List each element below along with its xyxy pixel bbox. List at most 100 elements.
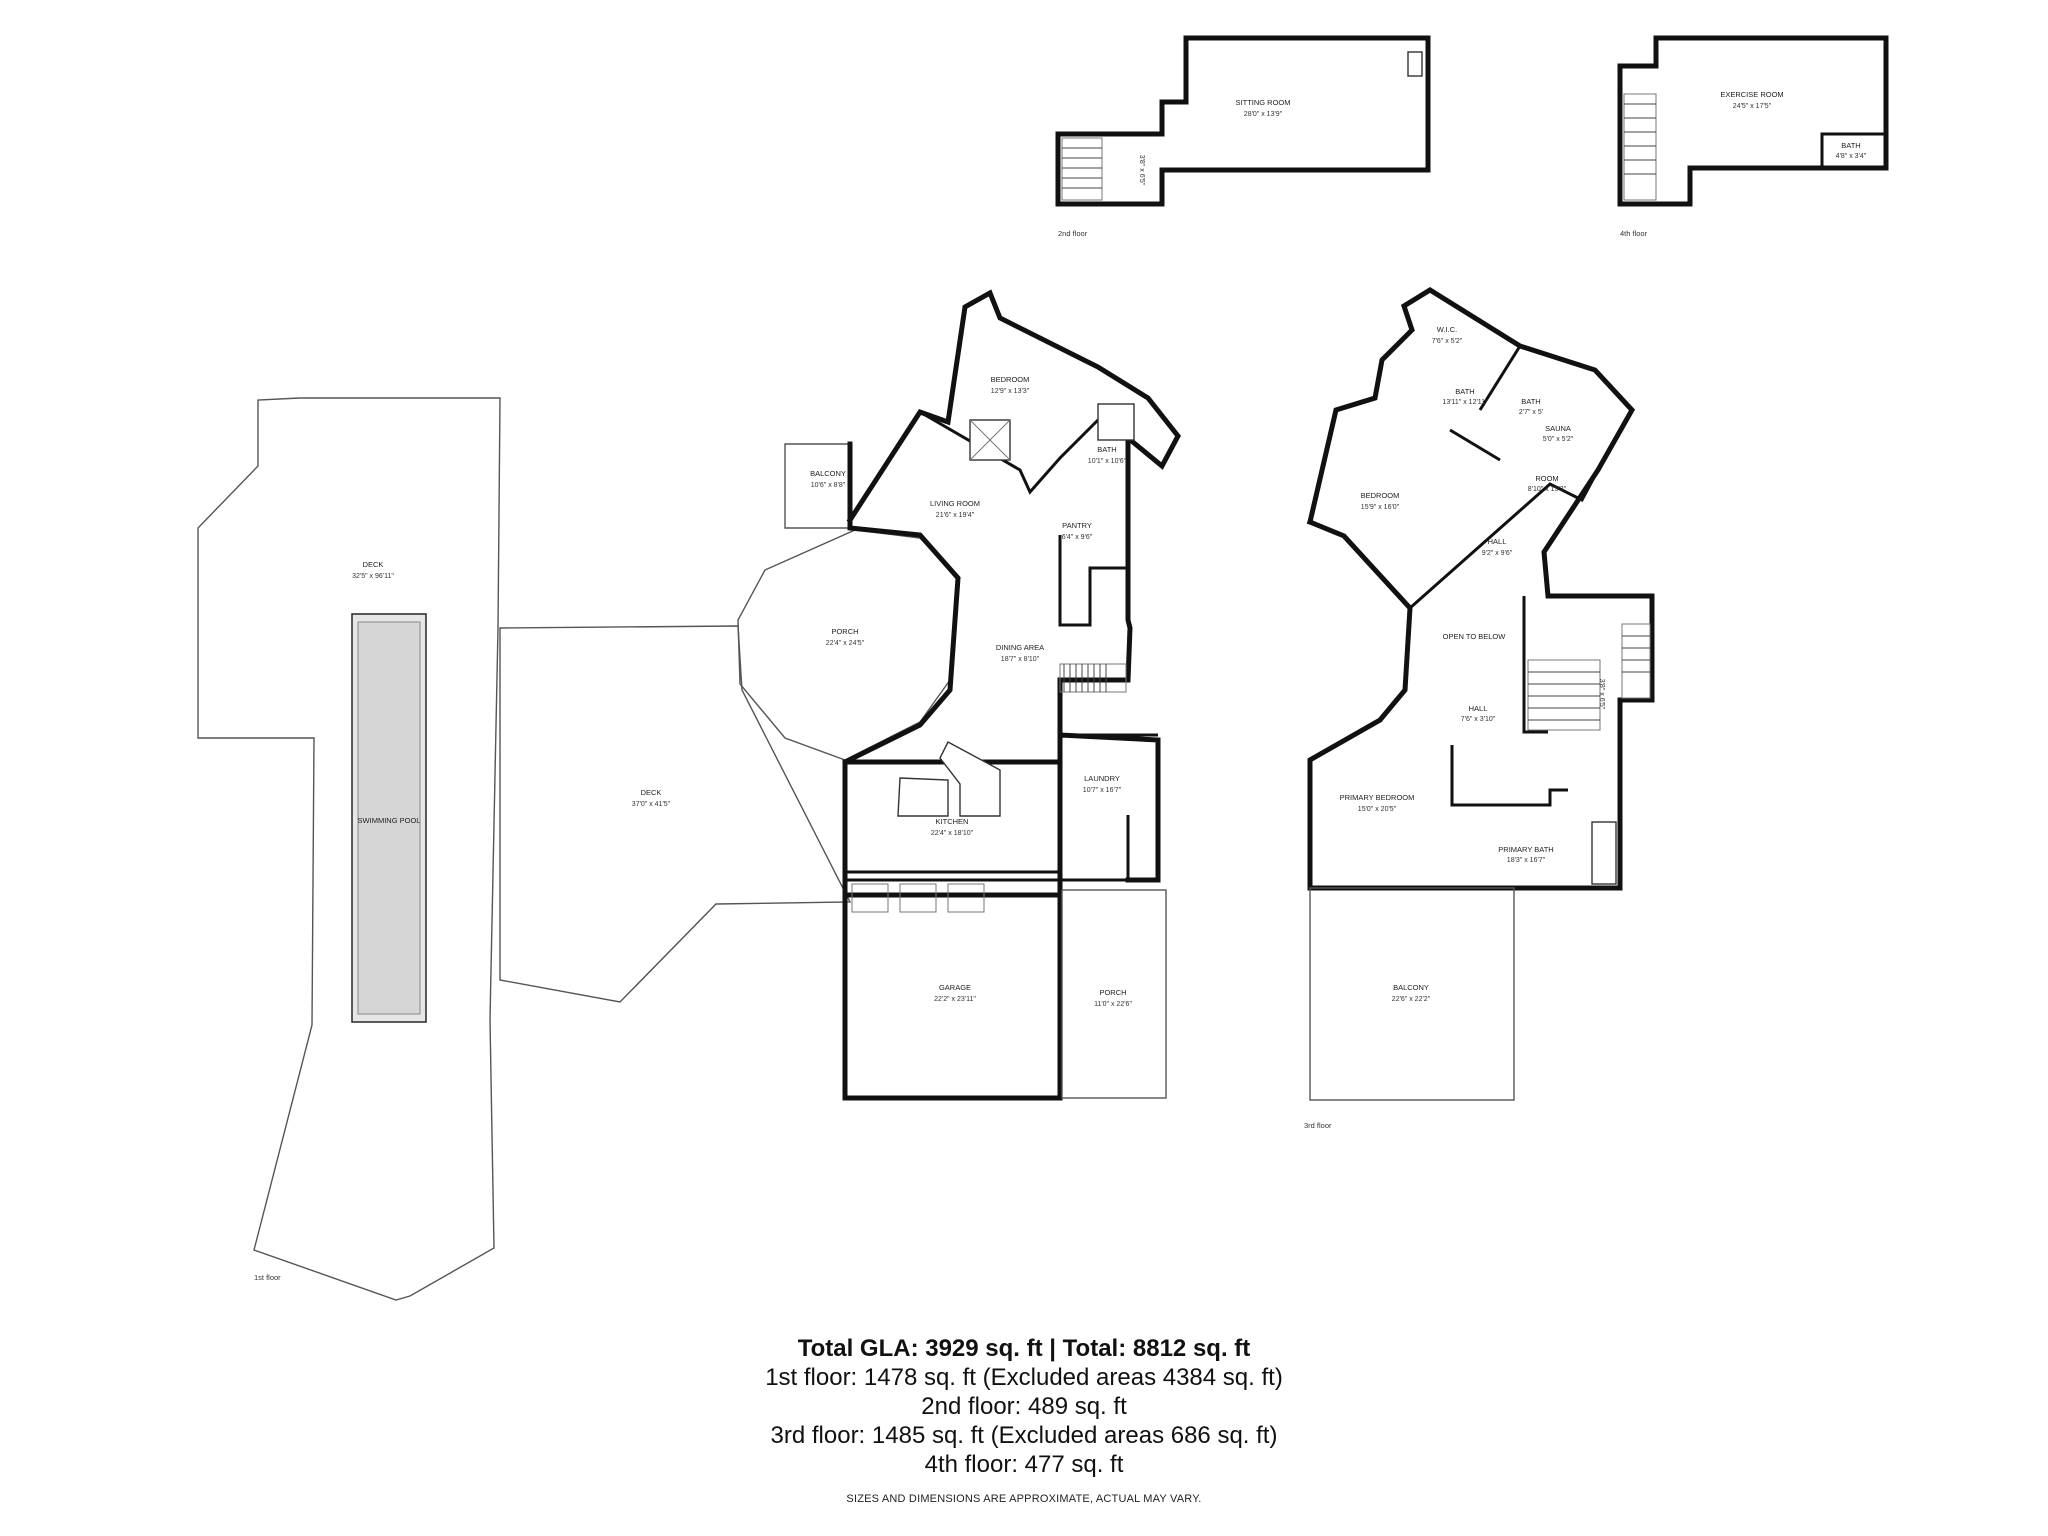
first-floor-plan bbox=[197, 289, 1181, 1301]
room-name: PRIMARY BEDROOM bbox=[1340, 793, 1415, 802]
kitchen-peninsula bbox=[939, 741, 1001, 817]
third-floor-walls-2 bbox=[1306, 518, 1655, 891]
room-dims: 8'10" x 15'3" bbox=[1528, 486, 1567, 493]
kitchen-island bbox=[897, 777, 949, 817]
room-dims: 18'3" x 16'7" bbox=[1507, 857, 1546, 864]
room-dims: 28'0" x 13'9" bbox=[1244, 111, 1283, 118]
floor-label: 4th floor bbox=[1620, 229, 1648, 238]
room-dims: 10'1" x 10'6" bbox=[1088, 458, 1127, 465]
room-name: HALL bbox=[1469, 704, 1488, 713]
room-name: BATH bbox=[1841, 141, 1860, 150]
room-dims: 7'6" x 5'2" bbox=[1432, 338, 1463, 345]
shower-1 bbox=[1097, 403, 1135, 441]
total-area: Total GLA: 3929 sq. ft | Total: 8812 sq.… bbox=[797, 1335, 1251, 1362]
room-name: EXERCISE ROOM bbox=[1720, 90, 1783, 99]
room-dims: 21'6" x 19'4" bbox=[936, 512, 975, 519]
floor-area-line: 1st floor: 1478 sq. ft (Excluded areas 4… bbox=[765, 1364, 1283, 1391]
room-name: DINING AREA bbox=[996, 643, 1044, 652]
room-name: W.I.C. bbox=[1437, 325, 1457, 334]
room-dims: 11'0" x 22'6" bbox=[1094, 1001, 1132, 1008]
floor-area-line: 2nd floor: 489 sq. ft bbox=[921, 1393, 1127, 1420]
room-name: BATH bbox=[1097, 445, 1116, 454]
room-dims: 12'9" x 13'3" bbox=[991, 388, 1030, 395]
room-dims: 24'5" x 17'5" bbox=[1733, 103, 1772, 110]
room-name: BATH bbox=[1521, 397, 1540, 406]
room-label-vertical: 3'8" x 6'5" bbox=[1598, 679, 1605, 710]
room-name: BEDROOM bbox=[1361, 491, 1400, 500]
third-interior-1 bbox=[1409, 469, 1600, 610]
third-floor-plan bbox=[1306, 287, 1655, 1101]
garage-walls bbox=[842, 877, 1063, 1101]
floor-label: 3rd floor bbox=[1304, 1121, 1332, 1130]
room-name: LIVING ROOM bbox=[930, 499, 980, 508]
second-floor-plan bbox=[1055, 35, 1431, 207]
room-dims: 4'8" x 3'4" bbox=[1836, 153, 1867, 160]
room-dims: 10'7" x 16'7" bbox=[1083, 787, 1122, 794]
bath-4-walls bbox=[1820, 132, 1888, 170]
room-dims: 15'0" x 20'5" bbox=[1358, 806, 1397, 813]
room-name: ROOM bbox=[1535, 474, 1558, 483]
room-dims: 7'6" x 3'10" bbox=[1461, 716, 1496, 723]
third-interior-5 bbox=[1449, 428, 1501, 462]
room-name: KITCHEN bbox=[936, 817, 969, 826]
fourth-floor-plan bbox=[1617, 35, 1889, 207]
room-name: SWIMMING POOL bbox=[358, 816, 421, 825]
room-dims: 22'6" x 22'2" bbox=[1392, 996, 1431, 1003]
floor-area-line: 3rd floor: 1485 sq. ft (Excluded areas 6… bbox=[770, 1422, 1278, 1449]
room-name: SITTING ROOM bbox=[1236, 98, 1291, 107]
room-name: PORCH bbox=[831, 627, 858, 636]
room-dims: 9'2" x 9'6" bbox=[1482, 550, 1513, 557]
room-name: LAUNDRY bbox=[1084, 774, 1120, 783]
room-name: GARAGE bbox=[939, 983, 971, 992]
deck-left-outline bbox=[197, 397, 501, 1301]
balcony-3-outline bbox=[1309, 887, 1515, 1101]
room-dims: 13'11" x 12'11" bbox=[1442, 399, 1488, 406]
first-floor-walls-right bbox=[842, 732, 1161, 883]
room-name: BATH bbox=[1455, 387, 1474, 396]
room-name: OPEN TO BELOW bbox=[1443, 632, 1507, 641]
room-name: PORCH bbox=[1099, 988, 1126, 997]
room-name: DECK bbox=[641, 788, 662, 797]
room-dims: 22'4" x 24'5" bbox=[826, 640, 865, 647]
swimming-pool-inner bbox=[357, 621, 421, 1015]
room-name: BALCONY bbox=[1393, 983, 1429, 992]
area-summary: Total GLA: 3929 sq. ft | Total: 8812 sq.… bbox=[624, 1334, 1424, 1505]
room-dims: 37'0" x 41'5" bbox=[632, 801, 671, 808]
room-name: BALCONY bbox=[810, 469, 846, 478]
room-name: DECK bbox=[363, 560, 384, 569]
room-dims: 22'2" x 23'11" bbox=[934, 996, 976, 1003]
third-interior-2 bbox=[1522, 596, 1548, 734]
room-dims: 15'9" x 16'0" bbox=[1361, 504, 1400, 511]
third-interior-4 bbox=[1478, 345, 1522, 411]
room-name: SAUNA bbox=[1545, 424, 1571, 433]
fourth-floor-walls bbox=[1617, 35, 1889, 207]
room-name: PRIMARY BATH bbox=[1498, 845, 1553, 854]
first-floor-walls bbox=[842, 441, 1063, 898]
floor-labels: 1st floor 2nd floor 3rd floor 4th floor bbox=[254, 229, 1648, 1282]
room-dims: 32'5" x 96'11" bbox=[352, 573, 394, 580]
room-dims: 18'7" x 8'10" bbox=[1001, 656, 1040, 663]
room-dims: 22'4" x 18'10" bbox=[931, 830, 974, 837]
room-dims: 10'6" x 8'8" bbox=[811, 482, 846, 489]
room-name: BEDROOM bbox=[991, 375, 1030, 384]
room-label-vertical: 3'8" x 6'5" bbox=[1138, 155, 1145, 186]
room-dims: 6'4" x 9'6" bbox=[1062, 534, 1093, 541]
room-dims: 2'7" x 5' bbox=[1519, 409, 1543, 416]
room-labels: DECK 32'5" x 96'11" SWIMMING POOL DECK 3… bbox=[352, 90, 1867, 1008]
interior-walls-2 bbox=[1058, 535, 1128, 627]
room-dims: 5'0" x 5'2" bbox=[1543, 436, 1574, 443]
laundry-walls bbox=[1058, 740, 1130, 882]
stairs-first bbox=[1059, 663, 1127, 693]
second-floor-walls bbox=[1055, 35, 1431, 207]
third-interior-3 bbox=[1450, 745, 1568, 807]
bathtub bbox=[1591, 821, 1617, 885]
floor-label: 1st floor bbox=[254, 1273, 281, 1282]
room-name: HALL bbox=[1488, 537, 1507, 546]
disclaimer: SIZES AND DIMENSIONS ARE APPROXIMATE, AC… bbox=[846, 1493, 1202, 1505]
porch-2-outline bbox=[1061, 889, 1167, 1099]
deck-mid-outline bbox=[499, 625, 852, 1003]
first-floor-walls-top bbox=[846, 289, 1181, 738]
floor-area-line: 4th floor: 477 sq. ft bbox=[924, 1451, 1124, 1478]
floor-label: 2nd floor bbox=[1058, 229, 1088, 238]
